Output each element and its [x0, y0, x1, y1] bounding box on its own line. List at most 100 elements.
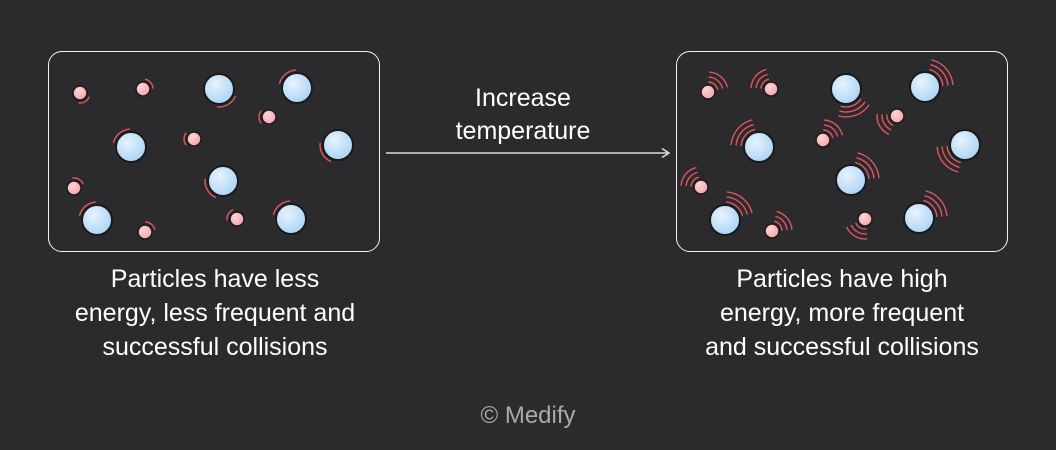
large-particle-right-8 — [835, 152, 880, 196]
motion-arc-icon — [226, 209, 234, 221]
small-particle-left-1 — [135, 78, 154, 97]
motion-arc-icon — [144, 78, 154, 89]
large-particle-left-10 — [78, 201, 113, 236]
red-sphere-icon — [137, 224, 153, 240]
small-particle-left-5 — [183, 131, 202, 147]
small-particle-left-9 — [66, 177, 84, 196]
motion-arc-icon — [690, 176, 700, 187]
small-particle-right-11 — [764, 211, 793, 239]
small-particle-right-0 — [700, 71, 728, 100]
large-particle-left-7 — [319, 129, 354, 162]
motion-arc-icon — [840, 98, 862, 108]
small-particle-right-9 — [680, 167, 709, 195]
motion-arc-icon — [278, 69, 297, 84]
red-sphere-icon — [66, 180, 82, 196]
motion-arc-icon — [78, 201, 97, 216]
red-sphere-icon — [763, 81, 779, 97]
motion-arc-icon — [823, 129, 834, 139]
motion-arc-icon — [876, 113, 890, 135]
blue-sphere-icon — [909, 71, 941, 103]
copyright-text: © Medify — [480, 402, 576, 429]
red-sphere-icon — [186, 131, 202, 147]
motion-arc-icon — [760, 78, 770, 89]
small-particle-right-5 — [815, 119, 843, 148]
red-sphere-icon — [693, 179, 709, 195]
blue-sphere-icon — [115, 131, 147, 163]
motion-arc-icon — [735, 124, 754, 146]
red-sphere-icon — [700, 84, 716, 100]
arrow-label: Increase temperature — [398, 82, 648, 148]
blue-sphere-icon — [835, 164, 867, 196]
motion-arc-icon — [685, 171, 698, 187]
motion-arc-icon — [946, 145, 961, 164]
small-particle-right-1 — [750, 69, 779, 97]
motion-arc-icon — [857, 152, 880, 179]
arrow-label-line-1: Increase — [475, 84, 571, 112]
motion-arc-icon — [72, 177, 84, 185]
small-particle-left-0 — [72, 85, 90, 104]
blue-sphere-icon — [830, 73, 862, 105]
caption-right-line-3: and successful collisions — [705, 333, 979, 361]
motion-arc-icon — [708, 76, 724, 89]
motion-arc-icon — [726, 191, 753, 214]
caption-left-line-1: Particles have less — [110, 265, 320, 293]
motion-arc-icon — [112, 128, 131, 143]
motion-arc-icon — [931, 59, 954, 86]
motion-arc-icon — [78, 96, 90, 104]
motion-arc-icon — [216, 95, 236, 108]
red-sphere-icon — [857, 211, 873, 227]
blue-sphere-icon — [281, 72, 313, 104]
motion-arc-icon — [924, 195, 943, 217]
caption-left-line-3: successful collisions — [102, 333, 328, 361]
large-particle-left-6 — [112, 128, 147, 163]
motion-arc-icon — [850, 224, 867, 235]
motion-arc-icon — [740, 128, 755, 147]
large-particle-left-8 — [204, 165, 239, 198]
arrow-label-line-2: temperature — [455, 117, 591, 145]
motion-arc-icon — [936, 146, 959, 173]
caption-left-line-2: energy, less frequent and — [74, 299, 356, 327]
motion-arc-icon — [204, 178, 217, 198]
blue-sphere-icon — [743, 131, 775, 163]
small-particle-right-12 — [846, 211, 873, 240]
motion-arc-icon — [855, 222, 867, 230]
motion-arc-icon — [855, 161, 870, 180]
motion-arc-icon — [773, 220, 783, 231]
motion-arc-icon — [183, 132, 187, 146]
low-energy-caption: Particles have less energy, less frequen… — [30, 262, 400, 364]
motion-arc-icon — [941, 146, 960, 168]
motion-arc-icon — [750, 69, 767, 88]
red-sphere-icon — [261, 109, 277, 125]
motion-arc-icon — [272, 200, 291, 215]
small-particle-right-4 — [876, 108, 905, 135]
increase-temperature-arrow — [386, 147, 671, 159]
blue-sphere-icon — [81, 204, 113, 236]
small-particle-left-12 — [226, 209, 245, 227]
blue-sphere-icon — [322, 129, 354, 161]
caption-right-line-1: Particles have high — [736, 265, 948, 293]
red-sphere-icon — [764, 223, 780, 239]
high-temperature-panel — [676, 51, 1008, 252]
motion-arc-icon — [881, 114, 892, 131]
small-particle-left-11 — [137, 221, 156, 240]
large-particle-left-2 — [203, 73, 236, 108]
large-particle-left-3 — [278, 69, 313, 104]
large-particle-right-2 — [830, 73, 870, 118]
motion-arc-icon — [680, 167, 697, 186]
red-sphere-icon — [889, 108, 905, 124]
blue-sphere-icon — [709, 204, 741, 236]
motion-arc-icon — [730, 119, 753, 146]
large-particle-right-7 — [936, 129, 981, 173]
motion-arc-icon — [886, 114, 894, 126]
motion-arc-icon — [258, 110, 262, 124]
blue-sphere-icon — [207, 165, 239, 197]
motion-arc-icon — [923, 199, 938, 218]
blue-sphere-icon — [903, 202, 935, 234]
motion-arc-icon — [846, 226, 868, 240]
motion-arc-icon — [319, 142, 332, 162]
blue-sphere-icon — [275, 203, 307, 235]
red-sphere-icon — [135, 81, 151, 97]
large-particle-right-6 — [730, 119, 775, 163]
motion-arc-icon — [776, 211, 793, 230]
